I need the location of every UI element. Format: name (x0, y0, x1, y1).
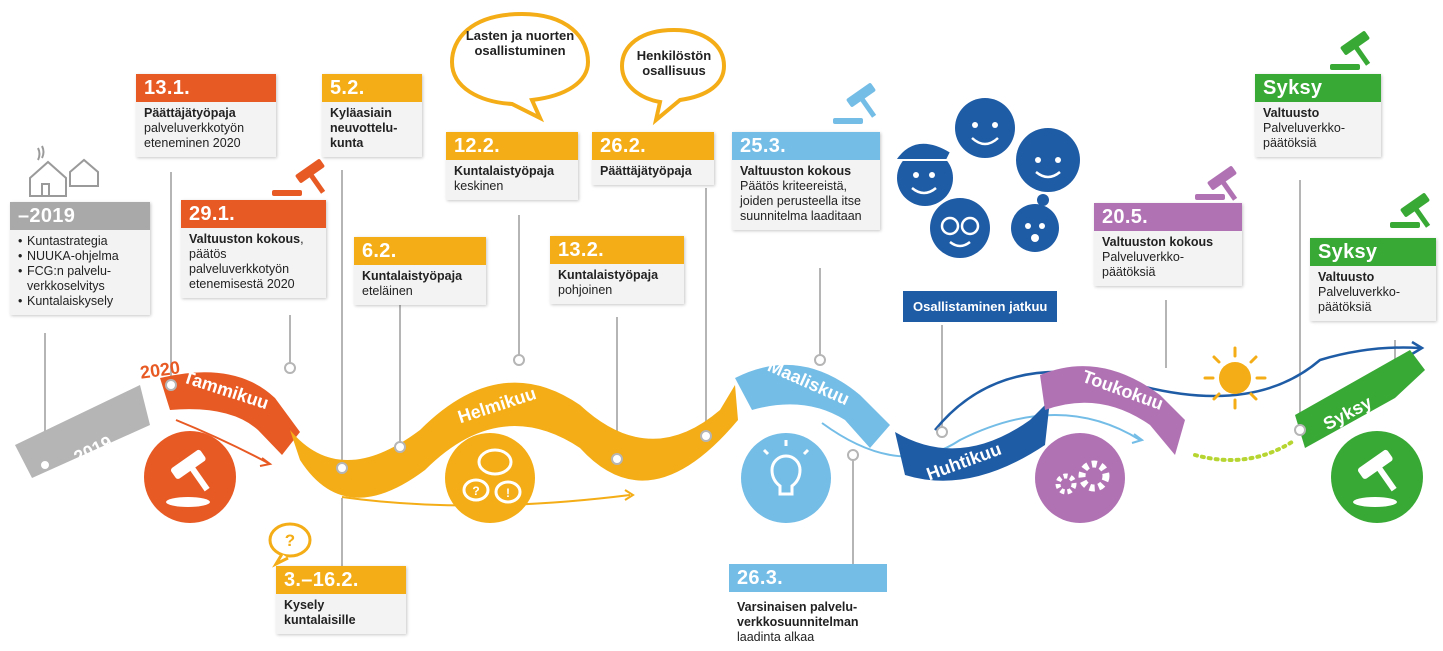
card-26-2: 26.2. Päättäjätyöpaja (592, 132, 714, 185)
card-title: Valtuuston kokous (189, 232, 301, 246)
bubble-text-henkilosto: Henkilöstön osallisuus (636, 48, 712, 78)
card-text: Palveluverkko-päätöksiä (1102, 250, 1184, 279)
card-text: Palveluverkko-päätöksiä (1263, 121, 1345, 150)
card-title: Kuntalaistyöpaja (558, 268, 659, 282)
card-text: Palveluverkko-päätöksiä (1318, 285, 1400, 314)
houses-icon (29, 145, 99, 197)
osallistaminen-box: Osallistaminen jatkuu (903, 291, 1058, 322)
lightbulb-icon (741, 433, 831, 523)
card-text: palveluverkkotyön eteneminen 2020 (144, 121, 245, 150)
card-header: –2019 (10, 202, 150, 230)
card-header: Syksy (1310, 238, 1436, 266)
small-gavel-green-top-icon (1330, 31, 1371, 70)
bullet-item: NUUKA-ohjelma (18, 249, 142, 264)
card-header: 20.5. (1094, 203, 1242, 231)
card-2019: –2019 Kuntastrategia NUUKA-ohjelma FCG:n… (10, 202, 150, 315)
bullet-item: FCG:n palvelu-verkkoselvitys (18, 264, 142, 294)
card-header: Syksy (1255, 74, 1381, 102)
face-glasses-icon (930, 198, 990, 258)
ribbon-huhtikuu (895, 400, 1050, 481)
question-bubble-icon: ? (268, 522, 312, 568)
small-gavel-lightblue-icon (833, 83, 877, 124)
svg-text:!: ! (506, 486, 510, 500)
bubble-text-lasten: Lasten ja nuorten osallistuminen (465, 28, 575, 58)
bullet-item: Kuntastrategia (18, 234, 142, 249)
small-gavel-green-right-icon (1390, 193, 1431, 228)
gavel-orange-icon (144, 431, 236, 523)
card-header: 5.2. (322, 74, 422, 102)
face-girl-icon (1016, 128, 1080, 192)
card-header: 25.3. (732, 132, 880, 160)
ribbon-helmikuu (290, 382, 738, 498)
ribbon-syksy (1295, 350, 1425, 448)
bubble-henkilosto (619, 27, 727, 126)
small-gavel-orange-icon (272, 159, 326, 196)
card-header: 26.2. (592, 132, 714, 160)
card-title: Varsinaisen palvelu-verkkosuunnitelman (737, 600, 859, 629)
card-26-3: 26.3. Varsinaisen palvelu-verkkosuunnite… (729, 564, 887, 651)
card-header: 29.1. (181, 200, 326, 228)
face-cap-icon (893, 141, 953, 206)
card-title: Kuntalaistyöpaja (454, 164, 555, 178)
card-text: Päätös kriteereistä, joiden perusteella … (740, 179, 862, 223)
card-title: Päättäjätyöpaja (600, 164, 692, 178)
card-title: Valtuusto (1263, 106, 1320, 120)
card-text: pohjoinen (558, 283, 613, 297)
card-title: Valtuuston kokous (1102, 235, 1214, 249)
face-baby-icon (1011, 194, 1059, 252)
ribbon-2019 (15, 385, 150, 478)
card-title: Kysely kuntalaisille (284, 598, 356, 627)
bullet-item: Kuntalaiskysely (18, 294, 142, 309)
card-text: eteläinen (362, 284, 413, 298)
card-title: Kyläasiain neuvottelu-kunta (330, 106, 398, 150)
card-header: 13.1. (136, 74, 276, 102)
ribbon-toukokuu (1040, 366, 1185, 455)
card-title: Päättäjätyöpaja (144, 106, 236, 120)
faces-illustration (893, 98, 1080, 258)
card-text: laadinta alkaa (737, 630, 815, 644)
card-header: 12.2. (446, 132, 578, 160)
svg-text:?: ? (472, 484, 479, 498)
bubble-lasten (449, 11, 591, 123)
gears-icon (1035, 433, 1125, 523)
sun-icon (1203, 346, 1267, 410)
speech-bubbles-icon: ? ! (445, 433, 535, 523)
card-text: , päätös palveluverkkotyön etenemisestä … (189, 232, 304, 291)
card-header: 3.–16.2. (276, 566, 406, 594)
card-header: 6.2. (354, 237, 486, 265)
card-5-2: 5.2. Kyläasiain neuvottelu-kunta (322, 74, 422, 157)
bullet-list: Kuntastrategia NUUKA-ohjelma FCG:n palve… (18, 234, 142, 309)
card-header: 13.2. (550, 236, 684, 264)
card-text: keskinen (454, 179, 504, 193)
ribbon-maaliskuu (735, 364, 890, 448)
card-29-1: 29.1. Valtuuston kokous, päätös palveluv… (181, 200, 326, 298)
ribbon-tammikuu (160, 372, 300, 455)
face-boy-icon (955, 98, 1015, 158)
card-3-16-2: 3.–16.2. Kysely kuntalaisille (276, 566, 406, 634)
card-title: Valtuusto (1318, 270, 1375, 284)
card-title: Valtuuston kokous (740, 164, 852, 178)
small-gavel-purple-icon (1195, 166, 1238, 201)
card-header: 26.3. (729, 564, 887, 592)
gavel-green-icon (1331, 431, 1423, 523)
card-title: Kuntalaistyöpaja (362, 269, 463, 283)
svg-text:?: ? (285, 531, 295, 550)
